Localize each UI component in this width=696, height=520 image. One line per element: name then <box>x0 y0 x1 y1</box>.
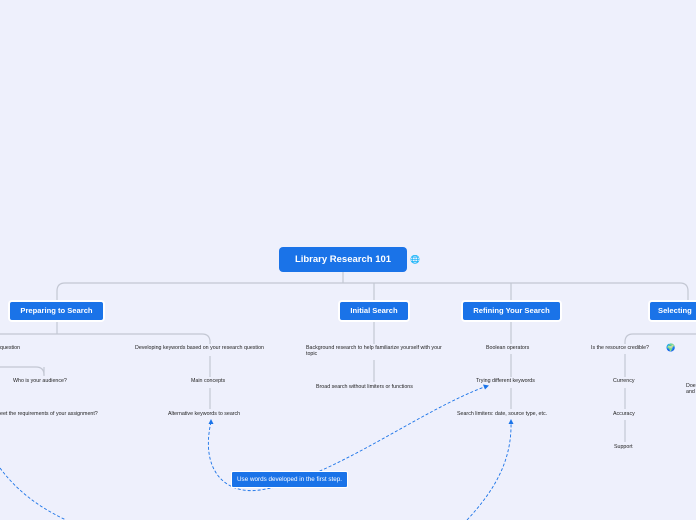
leaf-broad-search[interactable]: Broad search without limiters or functio… <box>316 384 413 390</box>
leaf-trying-keywords[interactable]: Trying different keywords <box>476 378 535 384</box>
leaf-partial-text-2[interactable]: and <box>686 389 695 395</box>
leaf-accuracy[interactable]: Accuracy <box>613 411 635 417</box>
globe-icon[interactable]: 🌍 <box>666 343 676 352</box>
leaf-question[interactable]: question <box>0 345 21 351</box>
branch-selecting[interactable]: Selecting <box>648 300 696 322</box>
leaf-boolean-operators[interactable]: Boolean operators <box>486 345 530 351</box>
branch-initial-search[interactable]: Initial Search <box>338 300 410 322</box>
leaf-background-research[interactable]: Background research to help familiarize … <box>306 345 442 357</box>
callout-use-words[interactable]: Use words developed in the first step. <box>231 471 349 488</box>
branch-preparing-to-search[interactable]: Preparing to Search <box>8 300 105 322</box>
leaf-requirements[interactable]: eet the requirements of your assignment? <box>0 411 98 417</box>
leaf-resource-credible[interactable]: Is the resource credible? <box>591 345 650 351</box>
leaf-audience[interactable]: Who is your audience? <box>13 378 67 384</box>
leaf-partial-text-1[interactable]: Doe <box>686 383 696 389</box>
leaf-support[interactable]: Support <box>614 444 633 450</box>
root-topic[interactable]: Library Research 101 <box>279 247 407 272</box>
leaf-developing-keywords[interactable]: Developing keywords based on your resear… <box>135 345 264 351</box>
leaf-alternative-keywords[interactable]: Alternative keywords to search <box>168 411 241 417</box>
branch-refining-your-search[interactable]: Refining Your Search <box>461 300 562 322</box>
leaf-main-concepts[interactable]: Main concepts <box>191 378 226 384</box>
leaf-currency[interactable]: Currency <box>613 378 635 384</box>
globe-link-icon[interactable]: 🌐 <box>410 255 420 264</box>
leaf-search-limiters[interactable]: Search limiters: date, source type, etc. <box>457 411 548 417</box>
